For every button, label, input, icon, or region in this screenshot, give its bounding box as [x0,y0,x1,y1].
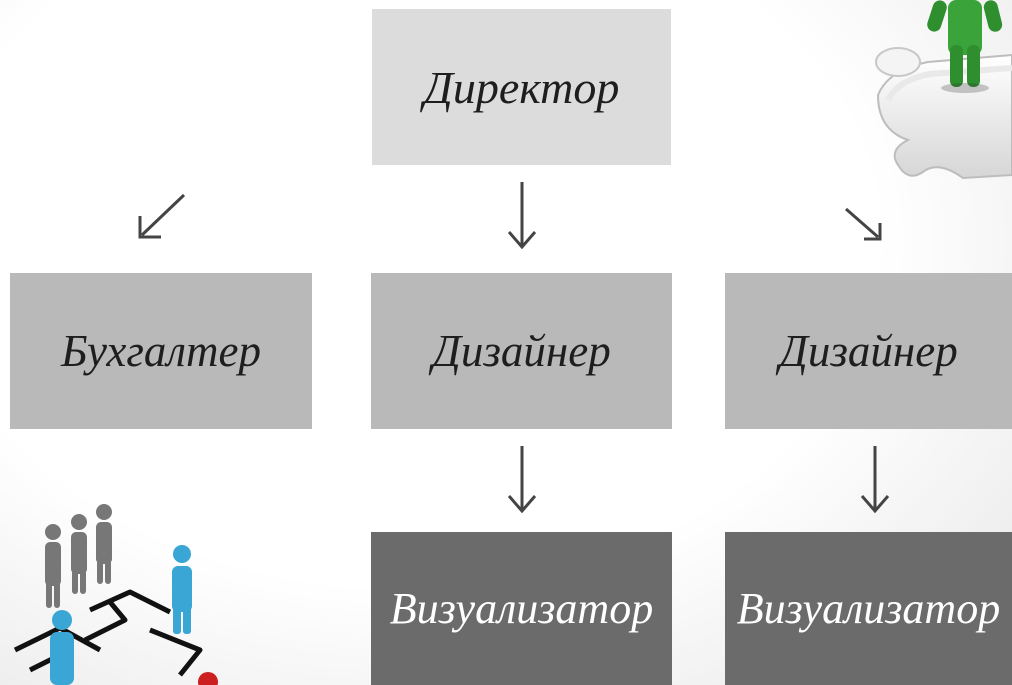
team-org-chart-icon [13,504,218,685]
node-visualizer-1: Визуализатор [371,532,672,685]
arrow-designer-1-to-visualizer-1 [507,446,537,514]
arrow-director-to-designer-2 [845,207,882,241]
arrow-director-to-accountant [138,193,186,239]
arrow-designer-2-to-visualizer-2 [860,446,890,514]
node-visualizer-2-label: Визуализатор [736,584,1001,633]
puzzle-person-icon [875,0,1012,180]
node-designer-1: Дизайнер [371,273,672,429]
node-director: Директор [372,9,671,165]
node-visualizer-1-label: Визуализатор [389,584,654,633]
node-designer-2: Дизайнер [725,273,1012,429]
node-designer-2-label: Дизайнер [779,326,958,376]
node-visualizer-2: Визуализатор [725,532,1012,685]
node-accountant: Бухгалтер [10,273,312,429]
node-director-label: Директор [423,61,620,113]
node-accountant-label: Бухгалтер [61,326,261,376]
arrow-director-to-designer-1 [507,182,537,250]
node-designer-1-label: Дизайнер [432,326,611,376]
